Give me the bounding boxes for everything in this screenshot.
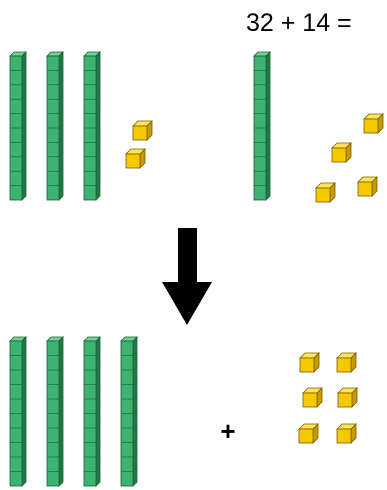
one-cube bbox=[363, 113, 384, 134]
equation-label: 32 + 14 = bbox=[246, 9, 352, 37]
ten-rod bbox=[253, 51, 271, 201]
plus-sign: + bbox=[220, 416, 236, 446]
one-cube bbox=[336, 352, 357, 373]
ten-rod bbox=[9, 51, 27, 201]
ten-rod bbox=[120, 336, 138, 487]
ten-rod bbox=[83, 336, 101, 487]
one-cube bbox=[299, 352, 320, 373]
one-cube bbox=[336, 423, 357, 444]
ten-rod bbox=[9, 336, 27, 487]
sum-blocks bbox=[9, 336, 358, 487]
one-cube bbox=[315, 182, 336, 203]
one-cube bbox=[337, 387, 358, 408]
one-cube bbox=[302, 387, 323, 408]
ten-rod bbox=[46, 336, 64, 487]
down-arrow-icon bbox=[162, 228, 212, 325]
one-cube bbox=[298, 423, 319, 444]
one-cube bbox=[132, 120, 153, 141]
one-cube bbox=[125, 148, 146, 169]
one-cube bbox=[331, 142, 352, 163]
second-addend-blocks bbox=[253, 51, 384, 203]
ten-rod bbox=[46, 51, 64, 201]
first-addend-blocks bbox=[9, 51, 153, 201]
one-cube bbox=[357, 176, 378, 197]
ten-rod bbox=[83, 51, 101, 201]
